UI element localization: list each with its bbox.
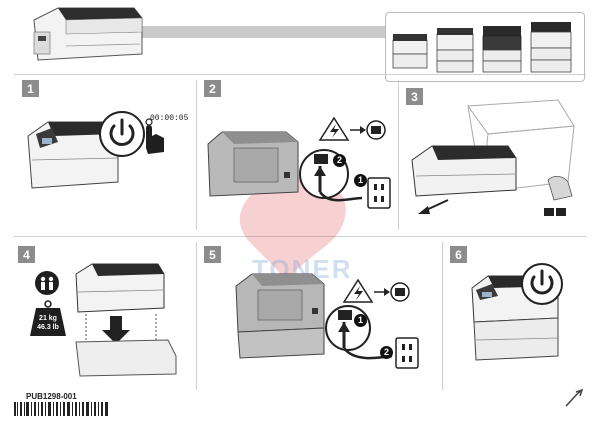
divider-v4 bbox=[442, 242, 443, 390]
step-6-power-icon bbox=[521, 263, 563, 305]
header-printer-illustration bbox=[33, 7, 143, 61]
connector-band bbox=[140, 26, 390, 38]
divider-v3 bbox=[196, 242, 197, 390]
step-5-printer-rear bbox=[235, 273, 325, 359]
step-2-badge: 2 bbox=[204, 80, 221, 97]
step-4-weight-icon bbox=[30, 300, 66, 336]
step-2-power-cord-callout bbox=[299, 116, 391, 209]
warning-icon-2 bbox=[342, 278, 374, 303]
divider-middle bbox=[14, 236, 586, 237]
step-5-callout-1: 1 bbox=[354, 314, 367, 327]
step-3-unboxing bbox=[411, 99, 575, 216]
step-1-printer bbox=[27, 121, 119, 189]
warning-icon bbox=[318, 116, 350, 141]
watermark-logo bbox=[239, 177, 346, 282]
step-4-printer-on-tray bbox=[75, 263, 177, 377]
step-2-callout-2: 2 bbox=[333, 154, 346, 167]
wall-outlet-icon bbox=[367, 177, 391, 209]
step-1-power-callout bbox=[99, 111, 145, 157]
step-2-callout-1: 1 bbox=[354, 174, 367, 187]
no-plug-icon bbox=[366, 120, 386, 140]
part-number: PUB1298-001 bbox=[26, 392, 77, 401]
wall-outlet-icon-2 bbox=[395, 337, 419, 369]
weight-lb: 46.3 lb bbox=[37, 324, 59, 331]
step-2-printer-rear bbox=[207, 131, 299, 197]
step-1-badge: 1 bbox=[22, 80, 39, 97]
step-5-power-cord-callout bbox=[325, 278, 419, 369]
step-5-callout-2: 2 bbox=[380, 346, 393, 359]
divider-v2 bbox=[398, 80, 399, 230]
divider-top bbox=[14, 74, 586, 75]
no-plug-icon-2 bbox=[390, 282, 410, 302]
step-6-badge: 6 bbox=[450, 246, 467, 263]
barcode bbox=[14, 402, 108, 416]
page-curl-icon bbox=[565, 388, 584, 407]
step-3-badge: 3 bbox=[406, 88, 423, 105]
model-printer-1 bbox=[392, 34, 428, 69]
model-printer-2 bbox=[436, 28, 474, 73]
step-1-timer: 00:00:05 bbox=[150, 114, 189, 123]
step-4-two-person-lift-icon bbox=[35, 271, 59, 295]
weight-kg: 21 kg bbox=[39, 315, 57, 322]
step-4-weight-label: 21 kg 46.3 lb bbox=[30, 314, 66, 348]
step-4-badge: 4 bbox=[18, 246, 35, 263]
divider-v1 bbox=[196, 80, 197, 230]
model-printer-3 bbox=[482, 26, 522, 73]
models-printer-lineup bbox=[392, 22, 572, 73]
step-1-hand-press-icon bbox=[145, 118, 164, 154]
step-5-badge: 5 bbox=[204, 246, 221, 263]
model-printer-4 bbox=[530, 22, 572, 73]
